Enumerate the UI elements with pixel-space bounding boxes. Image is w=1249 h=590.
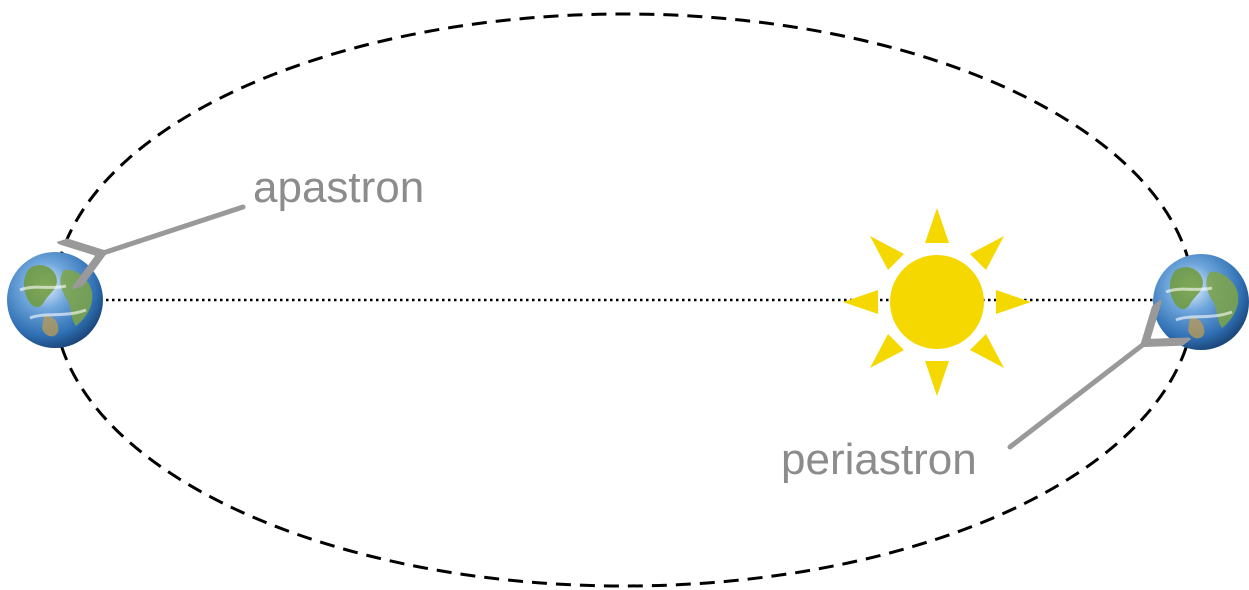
- earth-icon: [7, 252, 103, 348]
- apastron-label: apastron: [253, 163, 424, 212]
- sun-icon: [843, 208, 1031, 396]
- earth-icon: [1153, 254, 1249, 350]
- apastron-arrow: [97, 207, 243, 255]
- periastron-arrow: [1010, 340, 1149, 447]
- periastron-label: periastron: [781, 435, 977, 484]
